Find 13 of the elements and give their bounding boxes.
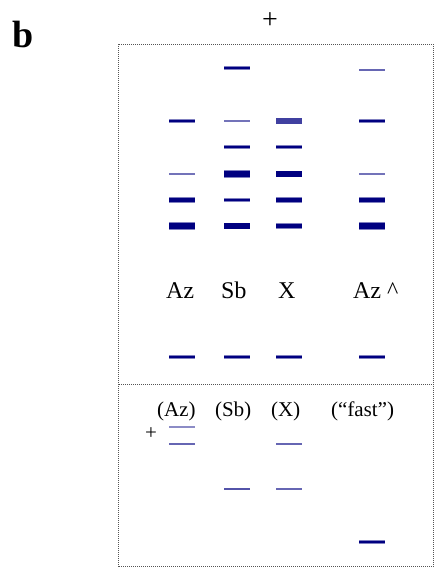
lane-label: Sb	[221, 279, 246, 303]
gel-panel	[118, 384, 434, 567]
lane-label: (“fast”)	[331, 399, 394, 420]
lane-label: (Sb)	[215, 399, 252, 420]
panel-letter: b	[12, 16, 34, 54]
lane-label: (X)	[271, 399, 300, 420]
lane-label: X	[278, 279, 296, 303]
lane-label: Az	[166, 279, 194, 303]
polarity-label: +	[145, 422, 157, 443]
gel-panel	[118, 44, 434, 385]
lane-label: (Az)	[157, 399, 196, 420]
polarity-label: +	[262, 6, 278, 34]
lane-label: Az ^	[353, 279, 398, 303]
